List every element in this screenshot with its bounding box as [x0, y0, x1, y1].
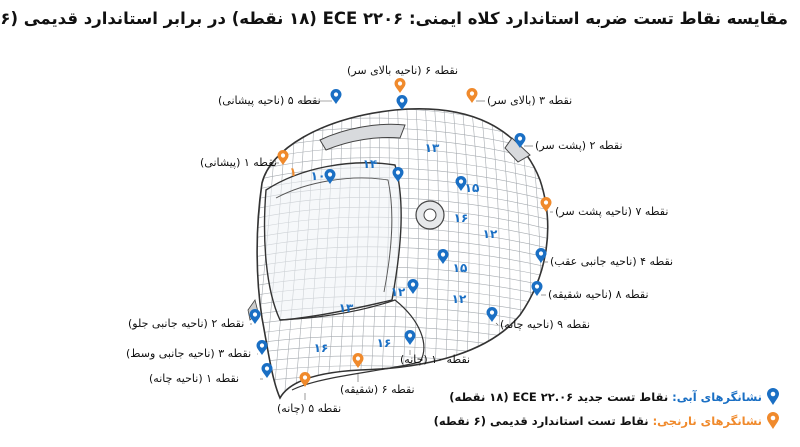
zone-number: ۱۲ [391, 285, 406, 299]
legend-blue-text: نقاط تست جدید ECE ۲۲.۰۶ (۱۸ نقطه) [449, 390, 669, 404]
visor-inner-edge [275, 177, 393, 293]
legend-orange: نشانگرهای نارنجی: نقاط تست استاندارد قدی… [434, 412, 780, 430]
zone-number: ۱۵ [465, 181, 480, 195]
label-p10-chin: نقطه ۱۰ (چانه) [400, 353, 471, 366]
pin-markers [249, 78, 552, 387]
mesh-line [257, 157, 548, 185]
zone-numbers: ۱ ۱۰ ۱۴ ۱۳ ۱۵ ۱۶ ۱۲ ۱۵ ۱۲ ۱۲ ۱۳ ۱۶ ۱۶ [289, 141, 498, 355]
mesh-line [257, 365, 548, 385]
label-p3-top: نقطه ۳ (بالای سر) [487, 94, 573, 107]
blue-pin-marker [392, 167, 404, 182]
visor-pivot-center [423, 208, 437, 222]
zone-number: ۱۲ [452, 292, 467, 306]
label-p7-back-area: نقطه ۷ (ناحیه پشت سر) [555, 205, 669, 218]
label-p8-temple-area: نقطه ۸ (ناحیه شقیقه) [548, 288, 649, 301]
blue-pin-marker [256, 340, 268, 355]
label-p6-temple: نقطه ۶ (شقیقه) [340, 383, 415, 396]
zone-number: ۱۳ [339, 301, 354, 315]
helmet-visor [263, 162, 402, 321]
label-p1-chin-area: نقطه ۱ (ناحیه چانه) [149, 372, 240, 385]
zone-number: ۱۲ [483, 227, 498, 241]
zone-number: ۱۴ [363, 157, 378, 171]
blue-pin-marker [249, 309, 261, 324]
blue-pin-marker [330, 89, 342, 104]
blue-pin-marker [486, 307, 498, 322]
label-p3-side-mid: نقطه ۳ (ناحیه جانبی وسط) [126, 347, 252, 360]
zone-number: ۱۰ [311, 169, 326, 183]
legend-orange-text: نقاط تست استاندارد قدیمی (۶ نقطه) [433, 414, 649, 428]
label-p4-side-rear: نقطه ۴ (ناحیه جانبی عقب) [550, 255, 674, 268]
top-vent [319, 123, 406, 151]
label-p2-side-front: نقطه ۲ (ناحیه جانبی جلو) [128, 317, 245, 330]
leader-line [495, 322, 499, 326]
label-p6-top: نقطه ۶ (ناحیه بالای سر) [347, 64, 459, 77]
mesh-line [412, 108, 419, 398]
label-p1-forehead: نقطه ۱ (پیشانی) [200, 156, 277, 169]
orange-pin-marker [466, 88, 478, 103]
mesh-line [488, 108, 500, 398]
zone-number: ۱۶ [454, 211, 469, 225]
mesh-line [401, 108, 410, 398]
zone-number: ۱۶ [377, 336, 392, 350]
orange-pin-marker [277, 150, 289, 165]
zone-number: ۱۳ [425, 141, 440, 155]
zone-number: ۱۶ [314, 341, 329, 355]
label-p5-chin: نقطه ۵ (چانه) [277, 402, 342, 415]
orange-pin-marker [540, 197, 552, 212]
legend-orange-title: نشانگرهای نارنجی: [652, 414, 762, 428]
helmet-shell-outline [256, 108, 549, 400]
orange-pin-icon [767, 412, 779, 429]
orange-pin-marker [394, 78, 406, 93]
blue-pin-icon [767, 388, 779, 405]
legend-blue-title: نشانگرهای آبی: [672, 390, 762, 404]
rear-spoiler [504, 137, 531, 163]
blue-pin-marker [535, 248, 547, 263]
label-p5-forehead-area: نقطه ۵ (ناحیه پیشانی) [218, 94, 321, 107]
blue-pin-marker [514, 133, 526, 148]
blue-pin-marker [324, 169, 336, 184]
blue-pin-marker [396, 95, 408, 110]
label-p9-chin-area: نقطه ۹ (ناحیه چانه) [500, 318, 591, 331]
mesh-line [470, 108, 480, 398]
mesh-line [479, 108, 490, 398]
chin-bar [279, 299, 425, 391]
blue-pin-marker [407, 279, 419, 294]
blue-pin-marker [531, 281, 543, 296]
legend-blue: نشانگرهای آبی: نقاط تست جدید ECE ۲۲.۰۶ (… [449, 388, 780, 406]
label-p2-back: نقطه ۲ (پشت سر) [535, 139, 623, 152]
zone-number: ۱۵ [453, 261, 468, 275]
orange-pin-marker [299, 372, 311, 387]
page-title: مقایسه نقاط تست ضربه استاندارد کلاه ایمن… [0, 9, 788, 28]
orange-pin-marker [352, 353, 364, 368]
blue-pin-marker [455, 176, 467, 191]
mesh-line [423, 108, 429, 398]
blue-pin-marker [261, 363, 273, 378]
blue-pin-marker [404, 330, 416, 345]
zone-number: ۱ [289, 165, 296, 179]
blue-pin-marker [437, 249, 449, 264]
